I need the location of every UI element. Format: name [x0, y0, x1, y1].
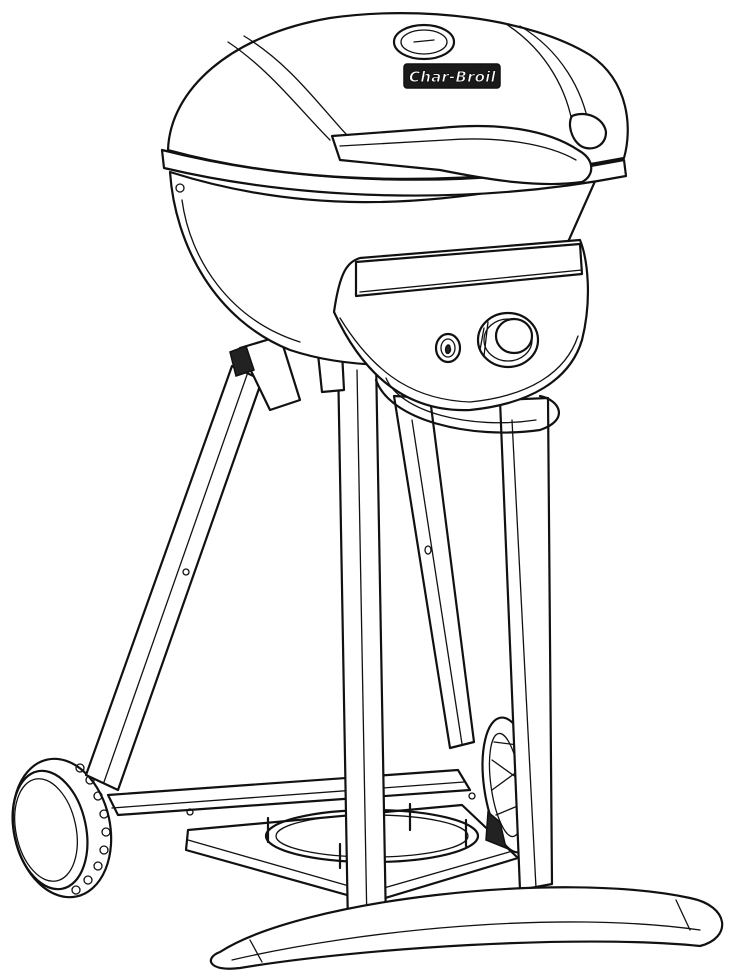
control-panel — [332, 238, 589, 434]
svg-text:Char-Broil: Char-Broil — [409, 68, 497, 86]
igniter-button — [434, 332, 462, 364]
cart-base — [106, 768, 520, 904]
char-broil-logo: Char-Broil — [403, 63, 501, 89]
control-knob — [476, 311, 540, 369]
front-foot — [209, 886, 724, 970]
grill-lid — [160, 12, 629, 197]
left-wheel — [11, 757, 113, 899]
left-leg — [84, 364, 264, 792]
